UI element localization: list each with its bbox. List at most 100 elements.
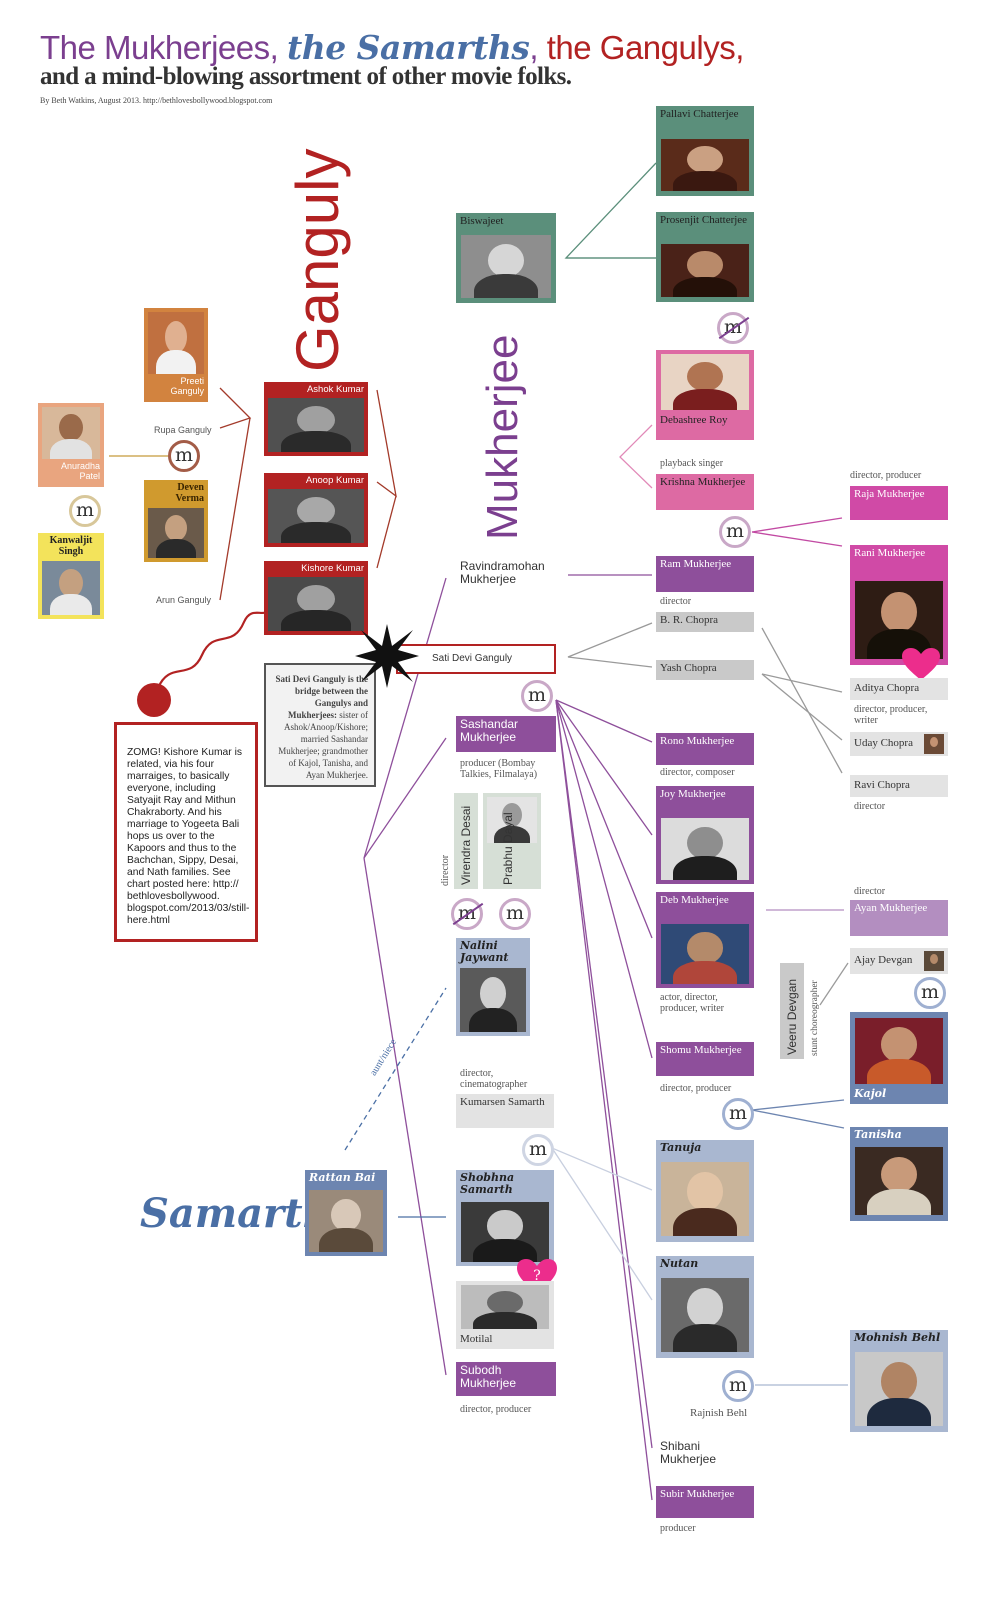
person-deven-verma[interactable]: Deven Verma bbox=[144, 480, 208, 562]
role-ravi: director bbox=[854, 801, 886, 812]
person-sashadhar-mukherjee[interactable]: Sashandar Mukherjee bbox=[456, 716, 556, 752]
marriage-rupa-ganguly: m bbox=[168, 440, 200, 472]
marriage-shomu-tanuja: m bbox=[722, 1098, 754, 1130]
marriage-prabhu-nalini: m bbox=[499, 898, 531, 930]
person-name: Tanisha bbox=[854, 1128, 902, 1141]
role-aditya: director, producer, writer bbox=[854, 704, 928, 726]
photo bbox=[148, 312, 204, 374]
person-ravi-chopra[interactable]: Ravi Chopra bbox=[850, 775, 948, 797]
person-krishna-mukherjee[interactable]: Krishna Mukherjee bbox=[656, 474, 754, 510]
person-uday-chopra[interactable]: Uday Chopra bbox=[850, 732, 948, 756]
kishore-callout-dot bbox=[137, 683, 171, 717]
person-nutan[interactable]: Nutan bbox=[656, 1256, 754, 1358]
role-kumarsen: director, cinematographer bbox=[460, 1068, 528, 1090]
photo bbox=[487, 797, 537, 843]
marriage-marker: m bbox=[75, 499, 95, 521]
chart-title-line1: The Mukherjees, the Samarths, the Gangul… bbox=[40, 28, 744, 67]
person-nalini-jaywant[interactable]: Nalini Jaywant bbox=[456, 938, 530, 1036]
photo bbox=[42, 407, 100, 459]
person-name: Yash Chopra bbox=[660, 662, 717, 674]
person-raja-mukherjee[interactable]: Raja Mukherjee bbox=[850, 486, 948, 520]
chart-title-line2: and a mind-blowing assortment of other m… bbox=[40, 63, 572, 90]
heart-question-mark: ? bbox=[533, 1268, 541, 1284]
shobhna-children-line bbox=[550, 1146, 653, 1301]
person-yash-chopra[interactable]: Yash Chopra bbox=[656, 660, 754, 680]
person-ashok-kumar[interactable]: Ashok Kumar bbox=[264, 382, 368, 456]
photo bbox=[924, 734, 944, 754]
person-kanwaljit-singh[interactable]: Kanwaljit Singh bbox=[38, 533, 104, 619]
photo bbox=[855, 581, 943, 659]
marriage-virendra-nalini: m bbox=[451, 898, 484, 930]
person-rani-mukherjee[interactable]: Rani Mukherjee bbox=[850, 545, 948, 665]
family-label-mukherjee: Mukherjee bbox=[478, 334, 527, 540]
person-sati-devi-ganguly[interactable]: Sati Devi Ganguly bbox=[396, 644, 556, 674]
marriage-marker: m bbox=[505, 902, 525, 924]
person-ayan-mukherjee[interactable]: Ayan Mukherjee bbox=[850, 900, 948, 936]
photo bbox=[661, 354, 749, 410]
veeru-ajay-line bbox=[819, 962, 849, 1006]
person-kishore-kumar[interactable]: Kishore Kumar bbox=[264, 561, 368, 635]
person-name: Raja Mukherjee bbox=[854, 488, 925, 500]
marriage-marker: m bbox=[725, 520, 745, 542]
person-name: Aditya Chopra bbox=[854, 682, 920, 694]
person-ram-mukherjee[interactable]: Ram Mukherjee bbox=[656, 556, 754, 592]
person-biswajeet[interactable]: Biswajeet bbox=[456, 213, 556, 303]
person-rono-mukherjee[interactable]: Rono Mukherjee bbox=[656, 733, 754, 765]
chart-credit: By Beth Watkins, August 2013. http://bet… bbox=[40, 96, 273, 105]
person-virendra-desai[interactable]: Virendra Desai bbox=[454, 793, 478, 889]
photo bbox=[661, 924, 749, 984]
person-name: Shobhna Samarth bbox=[460, 1171, 515, 1196]
person-ajay-devgan[interactable]: Ajay Devgan bbox=[850, 948, 948, 974]
person-veeru-devgan[interactable]: Veeru Devgan bbox=[780, 963, 804, 1059]
person-name: Ram Mukherjee bbox=[660, 558, 732, 570]
marriage-kumarsen-shobhna: m bbox=[522, 1134, 554, 1166]
person-pallavi-chatterjee[interactable]: Pallavi Chatterjee bbox=[656, 106, 754, 196]
person-tanisha[interactable]: Tanisha bbox=[850, 1127, 948, 1221]
person-name: Kanwaljit Singh bbox=[49, 535, 93, 557]
marriage-marker: m bbox=[728, 1102, 748, 1124]
person-mohnish-behl[interactable]: Mohnish Behl bbox=[850, 1330, 948, 1432]
title-comma: , bbox=[529, 29, 547, 66]
person-rattan-bai[interactable]: Rattan Bai bbox=[305, 1170, 387, 1256]
photo bbox=[661, 818, 749, 880]
title-gangulys: the Gangulys, bbox=[546, 29, 745, 66]
person-shobhna-samarth[interactable]: Shobhna Samarth bbox=[456, 1170, 554, 1266]
person-subodh-mukherjee[interactable]: Subodh Mukherjee bbox=[456, 1362, 556, 1396]
yash-uday-line bbox=[761, 673, 843, 741]
photo bbox=[855, 1147, 943, 1215]
person-deb-mukherjee[interactable]: Deb Mukherjee bbox=[656, 892, 754, 988]
person-aditya-chopra[interactable]: Aditya Chopra bbox=[850, 678, 948, 700]
photo bbox=[855, 1352, 943, 1426]
person-motilal[interactable]: Motilal bbox=[456, 1281, 554, 1349]
person-preeti-ganguly[interactable]: Preeti Ganguly bbox=[144, 308, 208, 402]
person-anoop-kumar[interactable]: Anoop Kumar bbox=[264, 473, 368, 547]
yash-aditya-line bbox=[761, 673, 843, 693]
person-br-chopra[interactable]: B. R. Chopra bbox=[656, 612, 754, 632]
person-name: Motilal bbox=[460, 1333, 493, 1345]
person-kumarsen-samarth[interactable]: Kumarsen Samarth bbox=[456, 1094, 554, 1128]
family-label-samarth: Samarth bbox=[140, 1190, 332, 1237]
role-subir: producer bbox=[660, 1523, 696, 1534]
person-name: Ajay Devgan bbox=[854, 954, 913, 966]
person-prabhu-dayal[interactable]: Prabhu Dayal bbox=[483, 793, 541, 889]
marriage-prosenjit-debashree: m bbox=[717, 312, 750, 344]
marriage-sashadhar-sati: m bbox=[521, 680, 553, 712]
person-tanuja[interactable]: Tanuja bbox=[656, 1140, 754, 1242]
marriage-marker: m bbox=[528, 1138, 548, 1160]
raja-rani-line bbox=[751, 517, 843, 533]
person-name: Ravi Chopra bbox=[854, 779, 910, 791]
person-name: Subir Mukherjee bbox=[660, 1488, 735, 1500]
person-debashree-roy[interactable]: Debashree Roy bbox=[656, 350, 754, 440]
person-anuradha-patel[interactable]: Anuradha Patel bbox=[38, 403, 104, 487]
marriage-marker: m bbox=[920, 981, 940, 1003]
person-subir-mukherjee[interactable]: Subir Mukherjee bbox=[656, 1486, 754, 1518]
photo bbox=[148, 508, 204, 558]
photo bbox=[661, 244, 749, 297]
person-shomu-mukherjee[interactable]: Shomu Mukherjee bbox=[656, 1042, 754, 1076]
person-prosenjit-chatterjee[interactable]: Prosenjit Chatterjee bbox=[656, 212, 754, 302]
person-name: Joy Mukherjee bbox=[660, 788, 726, 800]
person-kajol[interactable]: Kajol bbox=[850, 1012, 948, 1104]
person-joy-mukherjee[interactable]: Joy Mukherjee bbox=[656, 786, 754, 884]
photo bbox=[461, 1285, 549, 1329]
